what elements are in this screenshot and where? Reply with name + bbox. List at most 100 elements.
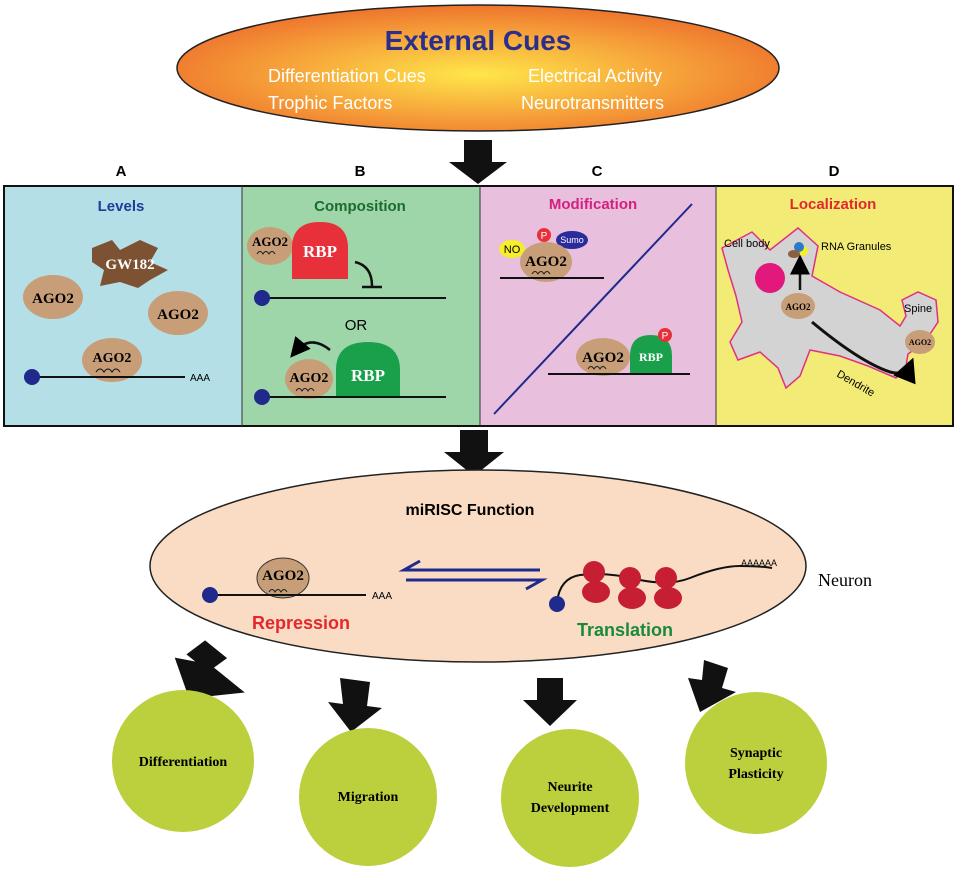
mirisc-function: miRISC Function AGO2 AAA Repression AAAA… bbox=[149, 469, 807, 663]
ago2-a-right-label: AGO2 bbox=[157, 307, 199, 323]
panel-a-title: Levels bbox=[98, 198, 145, 215]
panel-letter-c: C bbox=[592, 163, 603, 180]
granule-brown bbox=[788, 250, 800, 258]
rbp-c bbox=[630, 335, 672, 374]
external-cues: External Cues Differentiation Cues Troph… bbox=[176, 4, 780, 132]
cap-b-bottom bbox=[254, 389, 270, 405]
arrow-to-neurite bbox=[523, 678, 577, 726]
equilibrium-arrow-left bbox=[398, 559, 540, 572]
ago2-a-left-label: AGO2 bbox=[32, 291, 74, 307]
panel-letter-b: B bbox=[355, 163, 366, 180]
polya-repression: AAA bbox=[372, 591, 392, 602]
outcome-differentiation bbox=[112, 690, 254, 832]
outcome-arrows bbox=[174, 640, 736, 732]
recruit-arrow bbox=[290, 335, 331, 358]
repression-label: Repression bbox=[252, 613, 350, 633]
outcome-synaptic-label-1: Synaptic bbox=[730, 746, 782, 761]
ribosomes bbox=[582, 561, 682, 609]
down-arrow-middle bbox=[444, 430, 504, 476]
sumo-tag bbox=[556, 231, 588, 249]
gw182-label: GW182 bbox=[105, 257, 154, 273]
ago2-a-right bbox=[148, 291, 208, 335]
cell-body-label: Cell body bbox=[724, 238, 770, 250]
polya-a: AAA bbox=[190, 373, 210, 384]
outcome-neurite bbox=[501, 729, 639, 867]
neuron-label: Neuron bbox=[818, 570, 872, 590]
cue-differentiation: Differentiation Cues bbox=[268, 66, 426, 86]
ago2-b-top-label: AGO2 bbox=[252, 234, 288, 249]
down-arrow-top bbox=[449, 140, 507, 184]
translation-label: Translation bbox=[577, 620, 673, 640]
ago2-d-soma bbox=[781, 293, 815, 319]
panels-frame bbox=[3, 185, 954, 427]
rbp-c-label: RBP bbox=[639, 350, 663, 364]
arrow-to-migration bbox=[328, 678, 382, 732]
phospho-bottom-label: P bbox=[662, 331, 669, 342]
panel-c-modification: NO P Sumo AGO2 AGO2 RBP P bbox=[493, 203, 693, 415]
phospho-top bbox=[537, 228, 551, 242]
rna-granules-label: RNA Granules bbox=[821, 241, 892, 253]
outcome-synaptic bbox=[685, 692, 827, 834]
panel-letter-a: A bbox=[116, 163, 127, 180]
inhibition-arrow bbox=[354, 260, 374, 287]
panel-d-title: Localization bbox=[790, 196, 877, 213]
outcome-synaptic-label-2: Plasticity bbox=[728, 767, 783, 782]
ago2-a-left bbox=[23, 275, 83, 319]
outcome-neurite-label-2: Development bbox=[531, 801, 610, 816]
sumo-label: Sumo bbox=[560, 235, 584, 245]
rbp-red-label: RBP bbox=[303, 242, 337, 261]
outcome-differentiation-label: Differentiation bbox=[139, 755, 228, 770]
phospho-top-label: P bbox=[541, 231, 548, 242]
panel-b-composition: AGO2 RBP OR AGO2 RBP bbox=[247, 222, 446, 405]
ago2-d-spine-label: AGO2 bbox=[909, 338, 931, 347]
cap-repression bbox=[202, 587, 218, 603]
cap-translation bbox=[549, 596, 565, 612]
ago2-d-soma-label: AGO2 bbox=[785, 302, 811, 312]
nucleus bbox=[755, 263, 785, 293]
outcome-migration-label: Migration bbox=[338, 790, 399, 805]
outcome-neurite-label-1: Neurite bbox=[547, 780, 592, 795]
arrow-to-synaptic bbox=[688, 660, 736, 712]
ago2-a-bound-label: AGO2 bbox=[93, 351, 132, 366]
rbp-red bbox=[292, 222, 348, 279]
function-title: miRISC Function bbox=[406, 502, 535, 519]
cue-electrical: Electrical Activity bbox=[528, 66, 662, 86]
or-label: OR bbox=[345, 317, 368, 334]
ago2-c-bottom-label: AGO2 bbox=[582, 350, 624, 366]
polya-translation: AAAAAA bbox=[741, 558, 777, 568]
ago2-b-bottom-label: AGO2 bbox=[290, 371, 329, 386]
ago2-c-bottom bbox=[576, 338, 630, 376]
panel-letter-d: D bbox=[829, 163, 840, 180]
granule-blue bbox=[794, 242, 804, 252]
panel-c-title: Modification bbox=[549, 196, 637, 213]
outcome-migration bbox=[299, 728, 437, 866]
no-label: NO bbox=[504, 244, 521, 256]
cap-b-top bbox=[254, 290, 270, 306]
arrow-to-differentiation bbox=[174, 640, 245, 699]
ago2-function-label: AGO2 bbox=[262, 568, 304, 584]
transport-arrow bbox=[811, 320, 916, 385]
phospho-bottom bbox=[658, 328, 672, 342]
panel-a-levels: GW182 AGO2 AGO2 AGO2 AAA bbox=[23, 240, 210, 385]
ago2-function bbox=[256, 557, 310, 599]
gw182-shape bbox=[92, 240, 168, 288]
cap-a bbox=[24, 369, 40, 385]
spine-label: Spine bbox=[904, 303, 932, 315]
diagonal-divider bbox=[493, 203, 693, 415]
cue-trophic: Trophic Factors bbox=[268, 93, 392, 113]
rbp-green bbox=[336, 342, 400, 397]
ago2-c-top-label: AGO2 bbox=[525, 254, 567, 270]
cue-neurotransmitters: Neurotransmitters bbox=[521, 93, 664, 113]
rbp-green-label: RBP bbox=[351, 366, 385, 385]
equilibrium-arrow-right bbox=[406, 578, 548, 591]
ago2-b-top bbox=[247, 227, 293, 265]
outcomes: Differentiation Migration Neurite Develo… bbox=[112, 690, 827, 867]
ago2-d-spine bbox=[905, 330, 935, 354]
external-cues-title: External Cues bbox=[385, 25, 572, 56]
panel-b-title: Composition bbox=[314, 198, 406, 215]
function-ellipse bbox=[149, 469, 807, 663]
no-tag bbox=[499, 240, 525, 258]
panel-d-localization: AGO2 Cell body RNA Granules Spine AGO2 D… bbox=[721, 227, 939, 399]
external-cues-ellipse bbox=[176, 4, 780, 132]
